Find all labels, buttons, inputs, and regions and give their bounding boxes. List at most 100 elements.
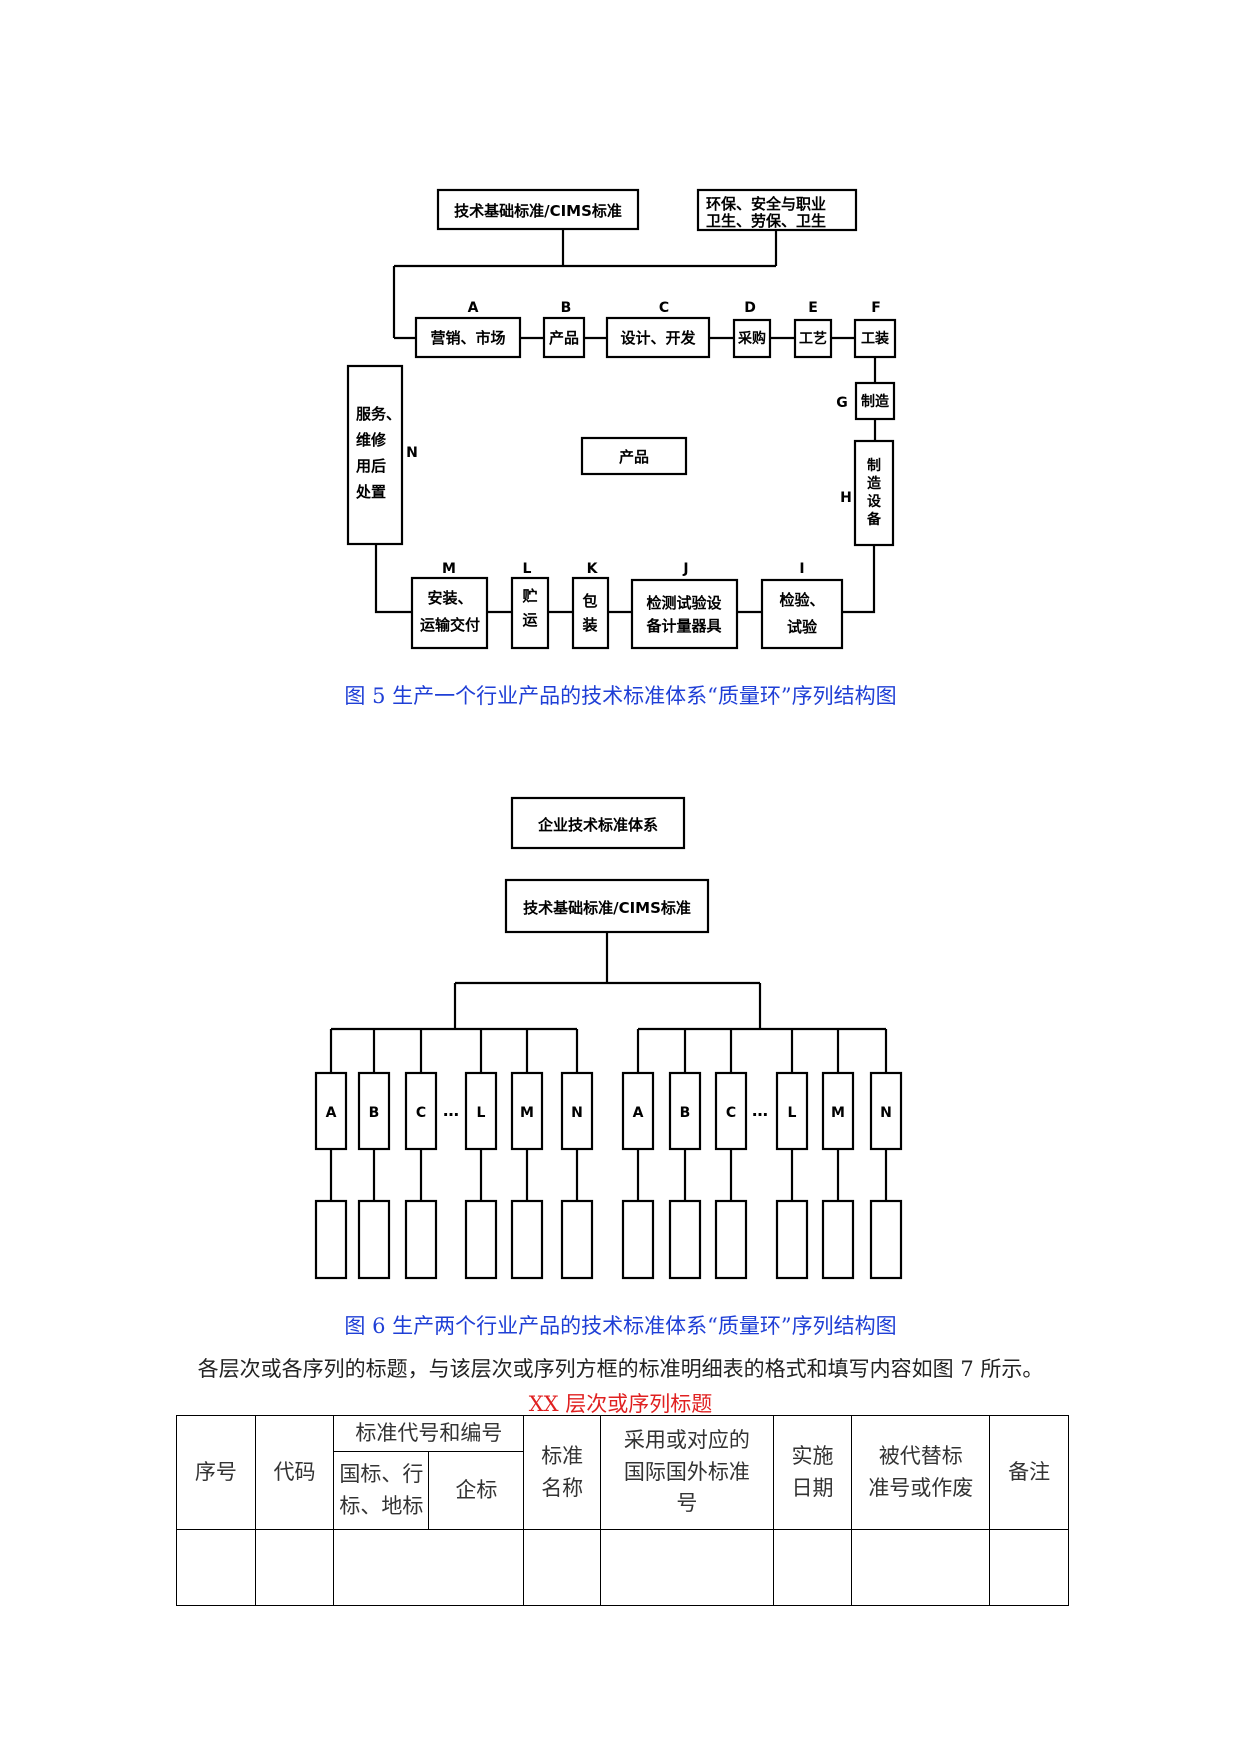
node-j-letter: J <box>682 561 688 577</box>
header-impl-date-line2: 日期 <box>791 1475 834 1500</box>
node-h-letter: H <box>840 490 852 506</box>
node-j-box <box>630 578 739 650</box>
right-letter-5: N <box>880 1105 892 1121</box>
right-letter-4: M <box>831 1105 845 1121</box>
left-letter-3: L <box>477 1105 486 1121</box>
node-m-label-2: 运输交付 <box>420 616 480 634</box>
standard-detail-table: 序号 代码 标准代号和编号 标准 名称 采用或对应的 国际国外标准 号 实施 日… <box>176 1415 1069 1606</box>
node-f-label: 工装 <box>861 330 890 347</box>
cell-intl-standard <box>600 1529 774 1606</box>
node-h-char-2: 造 <box>867 475 881 492</box>
right-letter-1: B <box>680 1105 691 1121</box>
node-i-label-1: 检验、 <box>779 591 824 609</box>
node-l-label-1: 贮 <box>521 587 537 605</box>
header-remark: 备注 <box>989 1415 1069 1530</box>
header-intl-standard-line1: 采用或对应的 <box>623 1428 750 1453</box>
center-product-box <box>580 436 688 476</box>
node-e-letter: E <box>808 300 818 316</box>
header-enterprise-standard: 企标 <box>428 1451 525 1530</box>
left-detail-box-5 <box>560 1199 594 1280</box>
cell-impl-date <box>772 1529 853 1606</box>
enterprise-system-label: 企业技术标准体系 <box>537 816 658 834</box>
cell-code <box>254 1529 335 1606</box>
node-b-label: 产品 <box>549 329 579 347</box>
node-n-label-2: 维修 <box>356 431 387 449</box>
quality-loop-diagram: 技术基础标准/CIMS标准 环保、安全与职业 卫生、劳保、卫生 A B C D … <box>346 188 897 650</box>
header-standard-name: 标准 名称 <box>523 1415 601 1530</box>
node-h-char-1: 制 <box>867 457 881 474</box>
left-detail-box-3 <box>464 1199 498 1280</box>
figure-5-caption: 图 5 生产一个行业产品的技术标准体系“质量环”序列结构图 <box>344 684 897 708</box>
node-e-label: 工艺 <box>799 330 827 347</box>
header-national-standard: 国标、行 标、地标 <box>333 1451 430 1530</box>
left-detail-box-4 <box>510 1199 544 1280</box>
node-b-letter: B <box>561 300 572 316</box>
table-row <box>176 1529 1069 1606</box>
node-l-label-2: 运 <box>522 611 537 629</box>
header-intl-standard-line3: 号 <box>676 1491 698 1516</box>
table-title: XX 层次或序列标题 <box>528 1392 713 1416</box>
right-detail-box-4 <box>821 1199 855 1280</box>
right-detail-box-5 <box>869 1199 903 1280</box>
left-letter-0: A <box>326 1105 337 1121</box>
enterprise-system-box <box>510 796 686 850</box>
figure-6-caption: 图 6 生产两个行业产品的技术标准体系“质量环”序列结构图 <box>344 1314 897 1338</box>
right-letter-0: A <box>633 1105 644 1121</box>
node-n-label-1: 服务、 <box>356 405 401 423</box>
node-k-label-1: 包 <box>582 592 597 610</box>
header-impl-date: 实施 日期 <box>772 1415 853 1530</box>
left-detail-box-1 <box>357 1199 391 1280</box>
node-n-label-3: 用后 <box>356 457 386 475</box>
node-d-label: 采购 <box>737 330 766 347</box>
header-impl-date-line1: 实施 <box>791 1444 834 1468</box>
node-h-char-3: 设 <box>867 494 882 510</box>
node-j-label-1: 检测试验设 <box>646 594 721 612</box>
environment-safety-label-2: 卫生、劳保、卫生 <box>706 212 826 230</box>
right-detail-box-2 <box>714 1199 748 1280</box>
header-standard-code-group: 标准代号和编号 <box>333 1415 525 1452</box>
left-letter-1: B <box>369 1105 380 1121</box>
technical-basis-label-2: 技术基础标准/CIMS标准 <box>523 899 691 917</box>
right-letter-3: L <box>788 1105 797 1121</box>
body-paragraph: 各层次或各序列的标题，与该层次或序列方框的标准明细表的格式和填写内容如图 7 所… <box>197 1357 1044 1381</box>
header-serial: 序号 <box>176 1415 256 1530</box>
cell-remark <box>989 1529 1069 1606</box>
node-c-letter: C <box>659 300 669 316</box>
left-detail-box-2 <box>404 1199 438 1280</box>
header-national-line2: 标、地标 <box>339 1493 424 1518</box>
node-g-label: 制造 <box>861 393 889 410</box>
node-d-letter: D <box>744 300 756 316</box>
node-f-letter: F <box>871 300 881 316</box>
right-letter-2: C <box>726 1105 736 1121</box>
right-detail-box-1 <box>668 1199 702 1280</box>
node-n-letter: N <box>406 445 418 461</box>
header-replaced-line1: 被代替标 <box>878 1444 963 1468</box>
node-c-label: 设计、开发 <box>620 329 696 347</box>
node-k-label-2: 装 <box>581 616 598 634</box>
node-m-label-1: 安装、 <box>427 589 472 607</box>
cell-standard-name <box>523 1529 601 1606</box>
center-product-label: 产品 <box>619 448 649 466</box>
cell-standard-code <box>333 1529 525 1606</box>
left-letter-2: C <box>416 1105 426 1121</box>
right-detail-box-0 <box>621 1199 655 1280</box>
node-i-letter: I <box>799 561 804 577</box>
node-h-char-4: 备 <box>866 511 882 528</box>
technical-basis-box <box>436 188 640 231</box>
node-m-letter: M <box>442 561 456 577</box>
environment-safety-label-1: 环保、安全与职业 <box>706 195 826 213</box>
header-replaced: 被代替标 准号或作废 <box>851 1415 991 1530</box>
cell-serial <box>176 1529 256 1606</box>
header-code: 代码 <box>254 1415 335 1530</box>
right-ellipsis: … <box>752 1101 768 1120</box>
header-national-line1: 国标、行 <box>339 1462 424 1486</box>
node-i-label-2: 试验 <box>787 618 818 636</box>
header-standard-name-line1: 标准 <box>541 1444 584 1468</box>
node-a-label: 营销、市场 <box>430 329 505 347</box>
node-g-letter: G <box>836 395 848 411</box>
left-detail-box-0 <box>314 1199 348 1280</box>
right-detail-box-3 <box>775 1199 809 1280</box>
header-standard-name-line2: 名称 <box>541 1475 584 1500</box>
header-intl-standard: 采用或对应的 国际国外标准 号 <box>600 1415 774 1530</box>
